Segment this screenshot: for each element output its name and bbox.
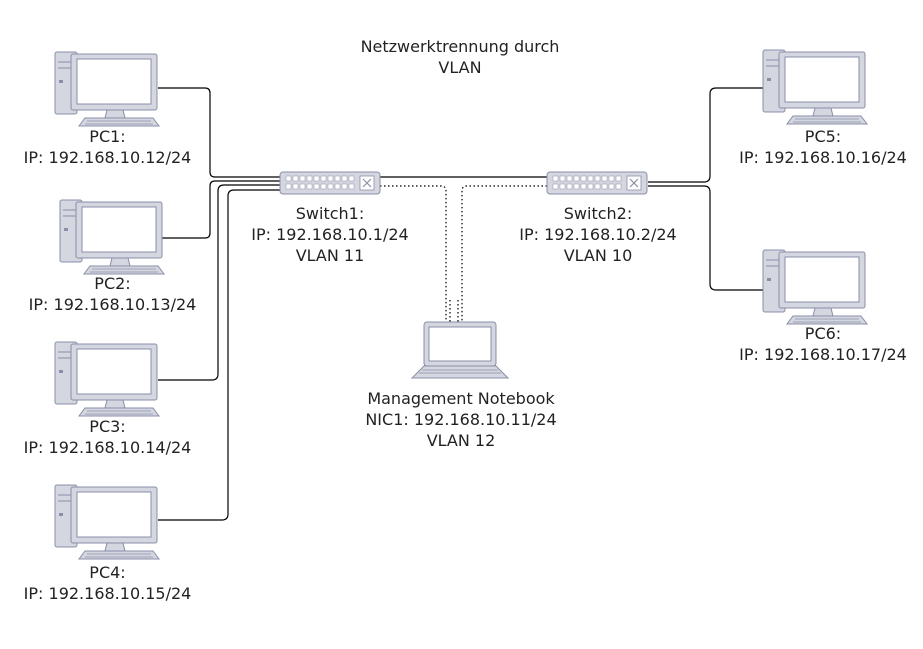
pc4-name: PC4: [89, 563, 126, 582]
pc5-computer-icon [762, 49, 868, 125]
pc3-name: PC3: [89, 417, 126, 436]
mgmt-link-switch2 [461, 185, 547, 325]
pc1-computer-icon [54, 51, 160, 127]
switch1-icon [279, 171, 381, 195]
pc5-name: PC5: [804, 127, 842, 146]
pc4-computer-icon [54, 484, 160, 560]
link-pc4-switch1 [158, 189, 282, 521]
pc6-label: PC6: IP: 192.168.10.17/24 [723, 323, 923, 365]
pc5-ip: IP: 192.168.10.16/24 [739, 148, 907, 167]
pc4-label: PC4: IP: 192.168.10.15/24 [0, 562, 215, 604]
network-links [158, 87, 765, 521]
pc3-label: PC3: IP: 192.168.10.14/24 [0, 416, 215, 458]
switch2-vlan: VLAN 10 [563, 246, 633, 265]
switch1-vlan: VLAN 11 [295, 246, 365, 265]
notebook-name: Management Notebook [367, 389, 555, 408]
pc6-ip: IP: 192.168.10.17/24 [739, 345, 907, 364]
pc6-name: PC6: [804, 324, 842, 343]
pc1-ip: IP: 192.168.10.12/24 [23, 148, 192, 167]
diagram-title: Netzwerktrennung durch VLAN [335, 36, 585, 78]
title-line-2: VLAN [438, 58, 482, 77]
switch1-label: Switch1: IP: 192.168.10.1/24 VLAN 11 [230, 203, 430, 266]
pc3-ip: IP: 192.168.10.14/24 [23, 438, 192, 457]
pc2-ip: IP: 192.168.10.13/24 [28, 295, 197, 314]
switch2-ip: IP: 192.168.10.2/24 [519, 225, 677, 244]
link-pc1-switch1 [158, 87, 282, 178]
notebook-vlan: VLAN 12 [426, 431, 496, 450]
switch1-ip: IP: 192.168.10.1/24 [251, 225, 409, 244]
switch2-label: Switch2: IP: 192.168.10.2/24 VLAN 10 [498, 203, 698, 266]
management-links [380, 185, 547, 326]
laptop-icon [410, 321, 510, 379]
link-pc2-switch1 [160, 180, 282, 239]
pc6-computer-icon [762, 249, 868, 325]
link-pc6-switch2 [648, 185, 765, 291]
pc5-label: PC5: IP: 192.168.10.16/24 [723, 126, 923, 168]
switch2-name: Switch2: [563, 204, 633, 223]
link-pc5-switch2 [648, 87, 765, 183]
notebook-nic: NIC1: 192.168.10.11/24 [365, 410, 557, 429]
switch2-icon [546, 171, 648, 195]
mgmt-link-switch1 [380, 185, 447, 325]
pc4-ip: IP: 192.168.10.15/24 [23, 584, 192, 603]
pc2-computer-icon [59, 199, 165, 275]
pc1-name: PC1: [89, 127, 126, 146]
pc1-label: PC1: IP: 192.168.10.12/24 [0, 126, 215, 168]
pc2-label: PC2: IP: 192.168.10.13/24 [5, 273, 220, 315]
notebook-label: Management Notebook NIC1: 192.168.10.11/… [330, 388, 592, 451]
pc3-computer-icon [54, 341, 160, 417]
title-line-1: Netzwerktrennung durch [360, 37, 560, 56]
switch1-name: Switch1: [295, 204, 365, 223]
pc2-name: PC2: [94, 274, 131, 293]
link-pc3-switch1 [158, 184, 282, 381]
